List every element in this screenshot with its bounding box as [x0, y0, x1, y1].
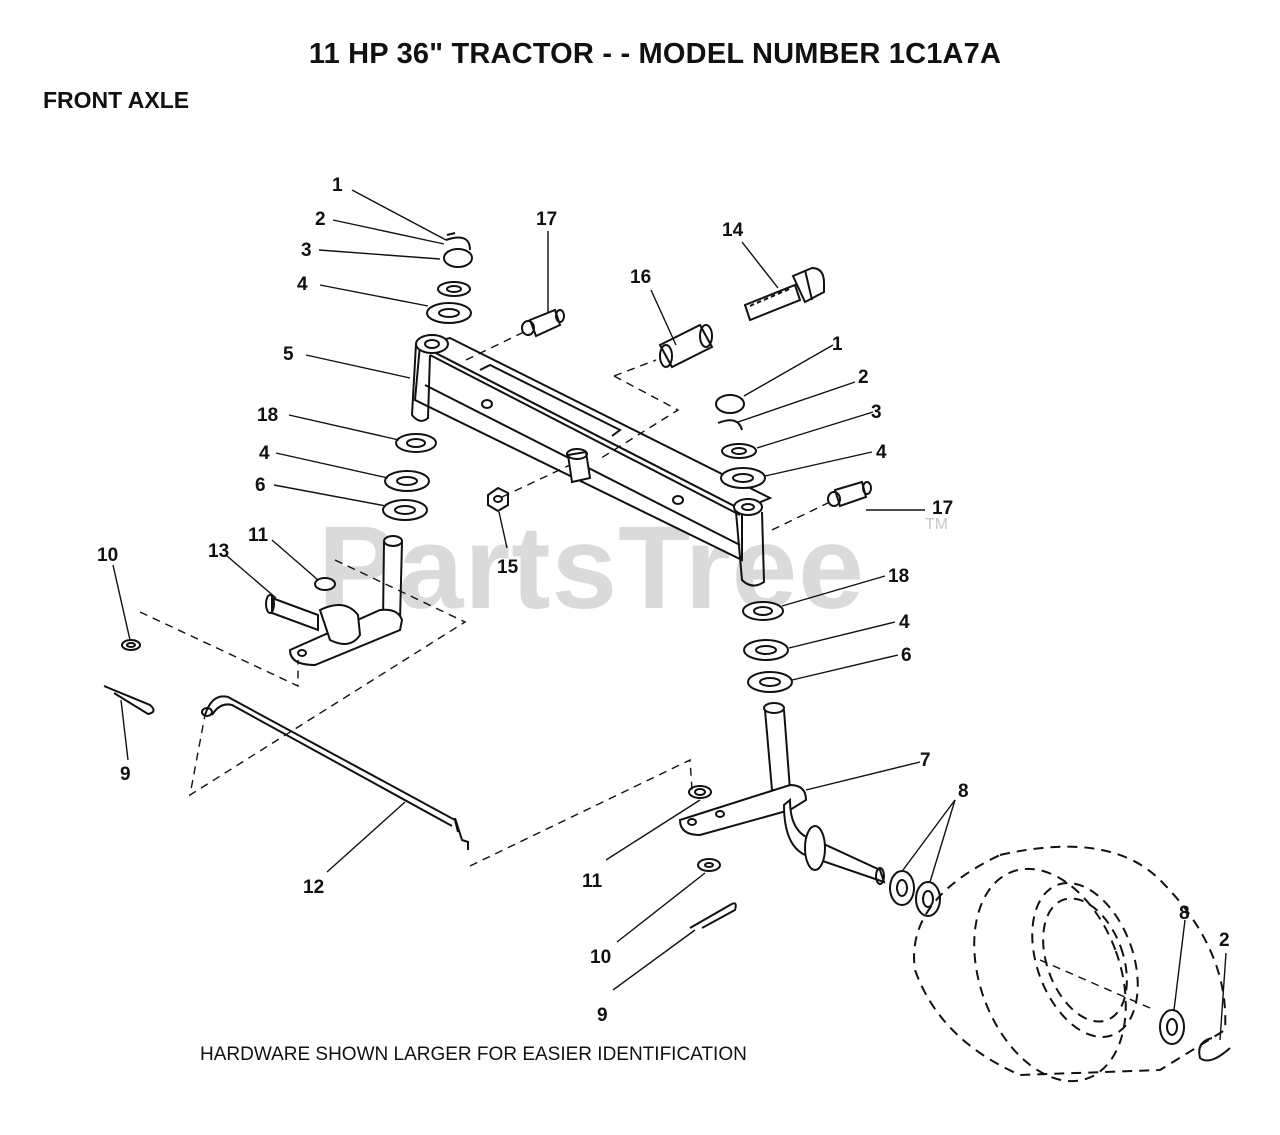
callout-6-left: 6 — [255, 475, 266, 496]
callout-9-left: 9 — [120, 764, 131, 785]
callout-14: 14 — [722, 220, 744, 241]
washers-8 — [889, 870, 1231, 1062]
callout-2-right: 2 — [858, 367, 869, 388]
watermark-trademark: TM — [925, 516, 949, 533]
callout-8-outer: 8 — [1179, 903, 1190, 924]
leader-lines — [112, 189, 1227, 1041]
callout-4-right-bottom: 4 — [899, 612, 910, 633]
callout-3-right: 3 — [871, 402, 882, 423]
nut-15 — [487, 486, 509, 513]
callout-15: 15 — [497, 557, 519, 578]
callout-11-right: 11 — [582, 871, 603, 892]
callout-4-right-top: 4 — [876, 442, 887, 463]
callout-16: 16 — [630, 267, 651, 288]
spacer-16 — [658, 323, 714, 369]
callout-1-right: 1 — [832, 334, 843, 355]
callout-6-right: 6 — [901, 645, 912, 666]
callout-7: 7 — [920, 750, 931, 771]
callout-18-right: 18 — [888, 566, 909, 587]
section-title: FRONT AXLE — [43, 87, 190, 113]
callout-2-left: 2 — [315, 209, 326, 230]
callout-18-left: 18 — [257, 405, 278, 426]
callout-3-left: 3 — [301, 240, 312, 261]
diagram-title: 11 HP 36" TRACTOR - - MODEL NUMBER 1C1A7… — [308, 38, 1002, 70]
cotter-pins-9 — [103, 639, 737, 929]
left-spindle-hardware — [382, 232, 473, 521]
callout-8-pair: 8 — [958, 781, 969, 802]
callout-13: 13 — [208, 541, 229, 562]
callout-2-outer: 2 — [1219, 930, 1230, 951]
callout-4-left-top: 4 — [297, 274, 308, 295]
callout-9-right: 9 — [597, 1005, 608, 1026]
right-spindle-hardware — [715, 394, 793, 693]
callout-10-right: 10 — [590, 947, 611, 968]
callout-12: 12 — [303, 877, 324, 898]
bolt-14 — [743, 266, 825, 322]
tie-rod — [201, 695, 469, 850]
right-spindle — [678, 702, 886, 885]
callout-17-left: 17 — [536, 209, 557, 230]
callout-numbers: 1 2 3 4 17 14 16 5 1 2 3 4 18 4 6 17 10 … — [97, 175, 1230, 1026]
left-spindle — [265, 535, 404, 667]
callout-10-left: 10 — [97, 545, 118, 566]
grease-fitting-17-right — [827, 480, 872, 508]
axle-beam — [410, 334, 773, 587]
callout-11-left: 11 — [248, 525, 269, 546]
alignment-lines — [139, 329, 1151, 1009]
callout-17-right: 17 — [932, 498, 953, 519]
callout-1-left: 1 — [332, 175, 343, 196]
grease-fitting-17-left — [521, 308, 565, 338]
callout-5: 5 — [283, 344, 294, 365]
footer-note: HARDWARE SHOWN LARGER FOR EASIER IDENTIF… — [200, 1044, 747, 1065]
callout-4-left-mid: 4 — [259, 443, 270, 464]
